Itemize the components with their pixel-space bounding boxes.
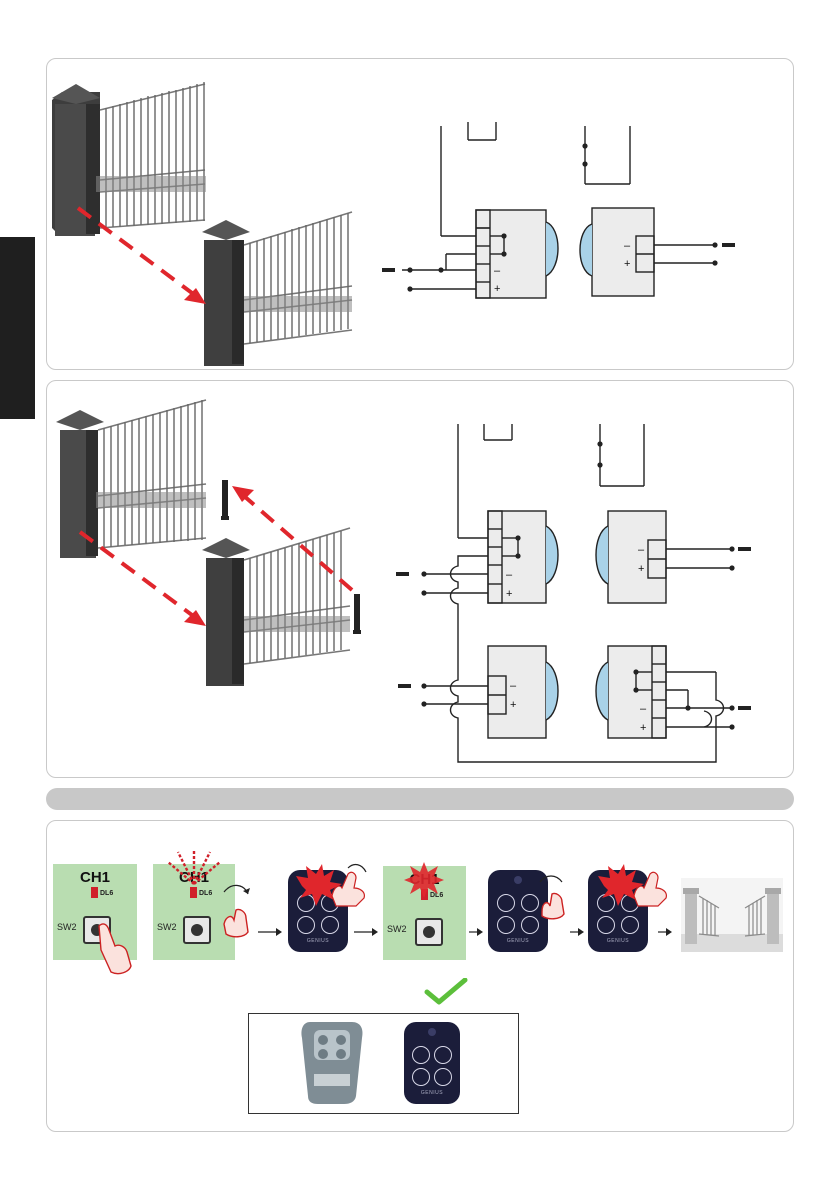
terminal-plus-label: + <box>638 563 644 575</box>
remote-button-3 <box>412 1068 430 1086</box>
remote-compatible: GENIUS <box>404 1022 460 1104</box>
remote-brand: GENIUS <box>488 938 548 944</box>
remote-clip-icon <box>300 1018 366 1106</box>
double-photocell-diagram: – + – + – + <box>46 380 794 778</box>
gate-front <box>202 212 352 366</box>
single-photocell-diagram: – + – + <box>46 58 794 370</box>
remote-button-4[interactable] <box>321 916 339 934</box>
wiring-receiver-single <box>402 122 558 298</box>
terminal-minus-label: – <box>506 569 513 581</box>
confirm-burst-icon <box>404 860 444 900</box>
terminal-minus-label: – <box>638 544 645 556</box>
remote-button-1 <box>412 1046 430 1064</box>
remote-button-4 <box>434 1068 452 1086</box>
terminal-minus-label: – <box>510 680 517 692</box>
remote-brand: GENIUS <box>288 938 348 944</box>
wiring-transmitter-bottom <box>424 646 558 738</box>
remote-led <box>428 1028 436 1036</box>
terminal-minus-label: – <box>494 265 501 277</box>
check-icon <box>423 978 469 1006</box>
terminal-plus-label: + <box>510 699 516 711</box>
sidebar-language-tab <box>0 237 35 419</box>
terminal-plus-label: + <box>506 588 512 600</box>
press-burst-icon <box>294 862 374 908</box>
step-arrow-icon <box>469 926 483 938</box>
photocell-post-right <box>354 594 360 632</box>
remote-button-3[interactable] <box>497 916 515 934</box>
button-label: SW2 <box>57 922 77 932</box>
blink-rays-icon <box>164 846 224 886</box>
wiring-receiver-top <box>424 424 724 762</box>
led-dl6 <box>190 887 197 898</box>
hand-press-icon <box>95 920 135 976</box>
wiring-transmitter-single <box>580 126 715 296</box>
photocell-post-left <box>222 480 228 518</box>
terminal-plus-label: + <box>624 258 630 270</box>
gate-front-2 <box>202 528 350 686</box>
terminal-plus-label: + <box>640 722 646 734</box>
compatible-remotes-box <box>248 1013 519 1114</box>
remote-button-3[interactable] <box>297 916 315 934</box>
hand-release-icon <box>218 880 258 940</box>
gate-open-illustration <box>681 878 783 952</box>
step-arrow-icon <box>258 926 282 938</box>
button-label: SW2 <box>157 922 177 932</box>
remote-brand: GENIUS <box>404 1090 460 1096</box>
gate-back-2 <box>56 400 206 558</box>
led-dl6 <box>91 887 98 898</box>
sw2-button[interactable] <box>183 916 211 944</box>
step-arrow-icon <box>570 926 584 938</box>
remote-button-4[interactable] <box>621 916 639 934</box>
sw2-button[interactable] <box>415 918 443 946</box>
wiring-transmitter-top <box>596 424 732 603</box>
wiring-receiver-bottom <box>596 646 732 738</box>
remote-led <box>514 876 522 884</box>
section-header-bar <box>46 788 794 810</box>
remote-button-2 <box>434 1046 452 1064</box>
remote-button-3[interactable] <box>597 916 615 934</box>
terminal-plus-label: + <box>494 283 500 295</box>
press-burst-icon <box>596 862 676 908</box>
led-label: DL6 <box>199 890 212 897</box>
terminal-minus-label: – <box>624 240 631 252</box>
terminal-minus-label: – <box>640 703 647 715</box>
remote-button-1[interactable] <box>497 894 515 912</box>
gate-back <box>52 82 206 236</box>
button-label: SW2 <box>387 924 407 934</box>
step-arrow-icon <box>658 926 672 938</box>
step-arrow-icon <box>354 926 378 938</box>
hand-release-icon <box>532 872 572 920</box>
channel-label: CH1 <box>53 869 137 886</box>
led-label: DL6 <box>100 890 113 897</box>
remote-brand: GENIUS <box>588 938 648 944</box>
